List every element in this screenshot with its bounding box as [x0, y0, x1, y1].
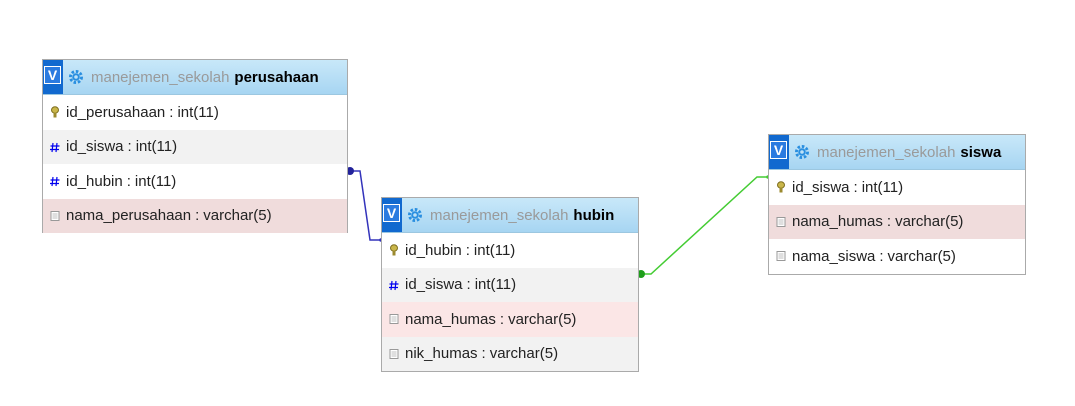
column-type: varchar(5)	[508, 310, 577, 328]
column-type: varchar(5)	[489, 345, 559, 363]
column-type: varchar(5)	[203, 207, 272, 225]
column-type: varchar(5)	[895, 213, 964, 231]
table-siswa[interactable]: V manejemen_sekolah siswa id_siswa:int(1…	[768, 134, 1026, 275]
column-name: id_siswa	[792, 178, 850, 196]
column-type: int(11)	[134, 172, 177, 190]
hash-icon	[50, 142, 60, 152]
table-perusahaan[interactable]: V manejemen_sekolah perusahaan id_perusa…	[42, 59, 348, 233]
relation-line-siswa	[639, 176, 769, 275]
table-header[interactable]: V manejemen_sekolah siswa	[769, 135, 1025, 170]
table-name[interactable]: siswa	[960, 143, 1002, 161]
column-type: int(11)	[135, 138, 178, 156]
column-type: int(11)	[473, 241, 516, 259]
toggle-label: V	[383, 204, 400, 222]
text-column-icon	[776, 216, 786, 227]
hash-icon	[50, 177, 60, 187]
column-name: id_hubin	[405, 241, 462, 259]
column-row[interactable]: nama_siswa:varchar(5)	[769, 239, 1025, 274]
table-header[interactable]: V manejemen_sekolah perusahaan	[43, 60, 347, 95]
toggle-columns-button[interactable]: V	[382, 198, 402, 232]
gear-icon[interactable]	[406, 206, 424, 224]
column-row[interactable]: nik_humas:varchar(5)	[382, 336, 638, 371]
column-type: int(11)	[177, 103, 219, 121]
table-header[interactable]: V manejemen_sekolah hubin	[382, 198, 638, 233]
column-name: id_siswa	[405, 276, 463, 294]
toggle-label: V	[770, 141, 787, 159]
column-name: id_siswa	[66, 138, 124, 156]
database-name: manejemen_sekolah	[430, 206, 569, 224]
column-row[interactable]: id_siswa:int(11)	[43, 129, 347, 164]
key-icon	[390, 244, 398, 256]
column-type: varchar(5)	[887, 247, 956, 265]
key-icon	[777, 181, 785, 193]
column-name: nama_humas	[792, 213, 883, 231]
column-row[interactable]: id_siswa:int(11)	[769, 170, 1025, 205]
column-name: id_hubin	[66, 172, 123, 190]
gear-icon[interactable]	[67, 68, 85, 86]
column-row[interactable]: nama_humas:varchar(5)	[382, 302, 638, 337]
text-column-icon	[50, 210, 60, 221]
gear-icon[interactable]	[793, 143, 811, 161]
column-row[interactable]: id_hubin:int(11)	[43, 164, 347, 199]
text-column-icon	[389, 348, 399, 359]
column-row[interactable]: id_hubin:int(11)	[382, 233, 638, 268]
toggle-columns-button[interactable]: V	[769, 135, 789, 169]
column-row[interactable]: nama_humas:varchar(5)	[769, 204, 1025, 239]
database-name: manejemen_sekolah	[91, 68, 230, 86]
column-name: nama_siswa	[792, 247, 876, 265]
column-type: int(11)	[861, 178, 904, 196]
column-row[interactable]: id_siswa:int(11)	[382, 267, 638, 302]
table-name[interactable]: perusahaan	[234, 68, 319, 86]
toggle-label: V	[44, 66, 61, 84]
database-name: manejemen_sekolah	[817, 143, 956, 161]
column-type: int(11)	[474, 276, 517, 294]
column-name: id_perusahaan	[66, 103, 166, 121]
text-column-icon	[776, 251, 786, 262]
key-icon	[51, 106, 59, 118]
hash-icon	[389, 280, 399, 290]
table-hubin[interactable]: V manejemen_sekolah hubin id_hubin:int(1…	[381, 197, 639, 372]
column-row[interactable]: id_perusahaan:int(11)	[43, 95, 347, 130]
column-name: nama_perusahaan	[66, 207, 192, 225]
table-name[interactable]: hubin	[573, 206, 615, 224]
text-column-icon	[389, 314, 399, 325]
relation-line-hubin	[348, 170, 382, 241]
column-name: nik_humas	[405, 345, 478, 363]
column-name: nama_humas	[405, 310, 496, 328]
toggle-columns-button[interactable]: V	[43, 60, 63, 94]
column-row[interactable]: nama_perusahaan:varchar(5)	[43, 198, 347, 233]
